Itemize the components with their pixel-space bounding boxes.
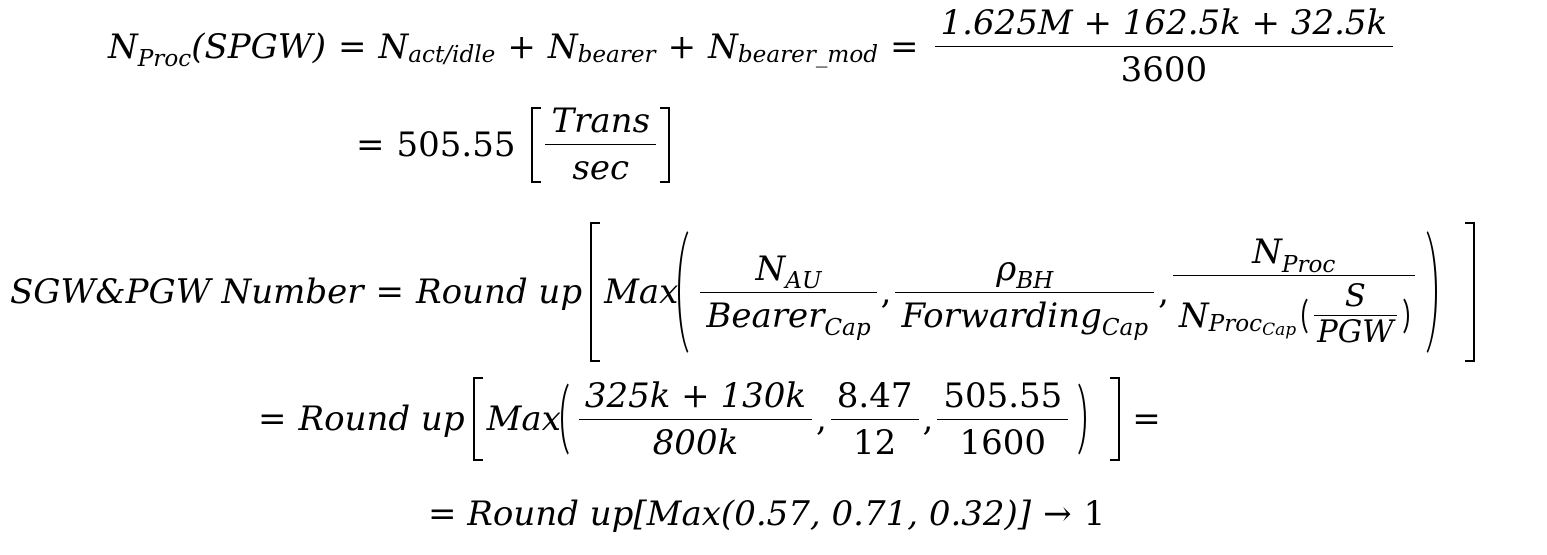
right-paren bbox=[1072, 377, 1087, 461]
symbol: ρ bbox=[996, 248, 1017, 289]
equals-sign: = bbox=[1132, 399, 1161, 439]
fraction-numerator: 8.47 bbox=[836, 375, 913, 416]
fraction-1: 325k + 130k 800k bbox=[578, 375, 812, 463]
comma: , bbox=[922, 399, 934, 439]
fraction-bar bbox=[937, 418, 1069, 420]
subscript: AU bbox=[785, 268, 822, 295]
right-bracket bbox=[660, 106, 671, 183]
inner-fraction: S PGW bbox=[1314, 279, 1397, 350]
fraction-numerator: 325k + 130k bbox=[584, 375, 806, 416]
fraction-bar bbox=[934, 46, 1394, 47]
fraction: 1.625M + 162.5k + 32.5k 3600 bbox=[934, 3, 1394, 90]
right-paren bbox=[1419, 222, 1437, 362]
fraction-bar bbox=[895, 291, 1155, 293]
subscript: Proc bbox=[137, 46, 192, 73]
plus-sign: + bbox=[667, 26, 697, 67]
equation-line-5: = Round up [Max(0.57, 0.71, 0.32)] → 1 bbox=[428, 497, 1105, 531]
unit-fraction: Trans sec bbox=[545, 101, 657, 188]
equals-sign: = bbox=[428, 494, 468, 534]
inner-right-paren bbox=[1398, 293, 1409, 338]
comma: , bbox=[1158, 272, 1169, 312]
term-symbol: N bbox=[378, 26, 409, 67]
plus-sign: + bbox=[507, 26, 536, 67]
equation-line-3: SGW&PGW Number = Round up Max NAU Bearer… bbox=[10, 222, 1475, 362]
inner-denominator: PGW bbox=[1317, 315, 1394, 350]
symbol: N bbox=[755, 248, 786, 289]
fraction-denominator: 1600 bbox=[959, 422, 1047, 463]
fraction-rho-forwarding: ρBH ForwardingCap bbox=[895, 248, 1155, 340]
fraction-denominator: 800k bbox=[652, 422, 739, 463]
right-arrow-icon: → bbox=[1043, 494, 1072, 534]
max-function: Max bbox=[604, 272, 679, 312]
fraction-nau-bearer: NAU BearerCap bbox=[700, 248, 877, 340]
term-subscript: bearer bbox=[577, 41, 656, 68]
fraction-denominator: 3600 bbox=[1120, 50, 1208, 90]
right-bracket bbox=[1464, 222, 1475, 362]
lhs-sgw-pgw-number: SGW&PGW Number bbox=[10, 272, 364, 312]
argument: (SPGW) bbox=[191, 26, 327, 67]
equals-sign: = bbox=[258, 399, 287, 439]
fraction-bar bbox=[1172, 275, 1415, 277]
unit-numerator: Trans bbox=[551, 101, 651, 141]
round-up-function: Round up bbox=[298, 399, 465, 439]
equation-line-2: = 505.55 Trans sec bbox=[356, 101, 671, 188]
term-symbol: N bbox=[547, 26, 578, 67]
fraction-numerator: 1.625M + 162.5k + 32.5k bbox=[940, 3, 1388, 43]
symbol: Forwarding bbox=[901, 295, 1102, 336]
term-subscript: act/idle bbox=[408, 41, 496, 68]
symbol: Bearer bbox=[706, 295, 825, 336]
fraction-denominator: 12 bbox=[853, 422, 897, 463]
equation-line-4: = Round up Max 325k + 130k 800k , 8.47 1… bbox=[258, 375, 1173, 463]
subscript: Cap bbox=[1101, 315, 1149, 342]
symbol: N bbox=[1178, 295, 1209, 336]
result-value: 1 bbox=[1083, 494, 1106, 534]
fraction-bar bbox=[700, 291, 877, 293]
equals-sign: = bbox=[375, 272, 404, 312]
fraction-bar bbox=[578, 418, 812, 420]
left-bracket bbox=[531, 106, 542, 183]
subscript: BH bbox=[1016, 268, 1054, 295]
equals-sign: = bbox=[338, 26, 367, 67]
equals-sign: = bbox=[890, 26, 919, 67]
round-up-function: Round up bbox=[467, 494, 634, 534]
left-bracket bbox=[472, 377, 483, 461]
sub-subscript: Cap bbox=[1262, 320, 1297, 341]
fraction-bar bbox=[1314, 315, 1397, 316]
fraction-numerator: 505.55 bbox=[943, 375, 1063, 416]
fraction-3: 505.55 1600 bbox=[937, 375, 1069, 463]
comma: , bbox=[815, 399, 827, 439]
subscript: Proc bbox=[1208, 310, 1263, 337]
inner-numerator: S bbox=[1344, 279, 1366, 315]
comma: , bbox=[880, 272, 892, 312]
fraction-bar bbox=[830, 418, 919, 420]
symbol: N bbox=[108, 26, 138, 67]
left-paren bbox=[678, 222, 696, 362]
left-paren bbox=[560, 377, 575, 461]
round-up-function: Round up bbox=[415, 272, 583, 312]
term-symbol: N bbox=[708, 26, 738, 67]
fraction-bar bbox=[545, 144, 657, 145]
right-bracket bbox=[1110, 377, 1121, 461]
left-bracket bbox=[590, 222, 601, 362]
subscript: Cap bbox=[824, 315, 871, 342]
inner-left-paren bbox=[1302, 293, 1313, 338]
symbol: N bbox=[1252, 232, 1282, 273]
value: 505.55 bbox=[396, 124, 516, 165]
fraction-2: 8.47 12 bbox=[830, 375, 919, 463]
subscript: Proc bbox=[1281, 252, 1336, 279]
max-expression: [Max(0.57, 0.71, 0.32)] bbox=[633, 494, 1032, 534]
max-function: Max bbox=[486, 399, 561, 439]
term-subscript: bearer_mod bbox=[737, 41, 879, 68]
lhs-nproc: NProc(SPGW) bbox=[108, 26, 327, 71]
unit-denominator: sec bbox=[572, 148, 630, 188]
equals-sign: = bbox=[356, 124, 385, 165]
